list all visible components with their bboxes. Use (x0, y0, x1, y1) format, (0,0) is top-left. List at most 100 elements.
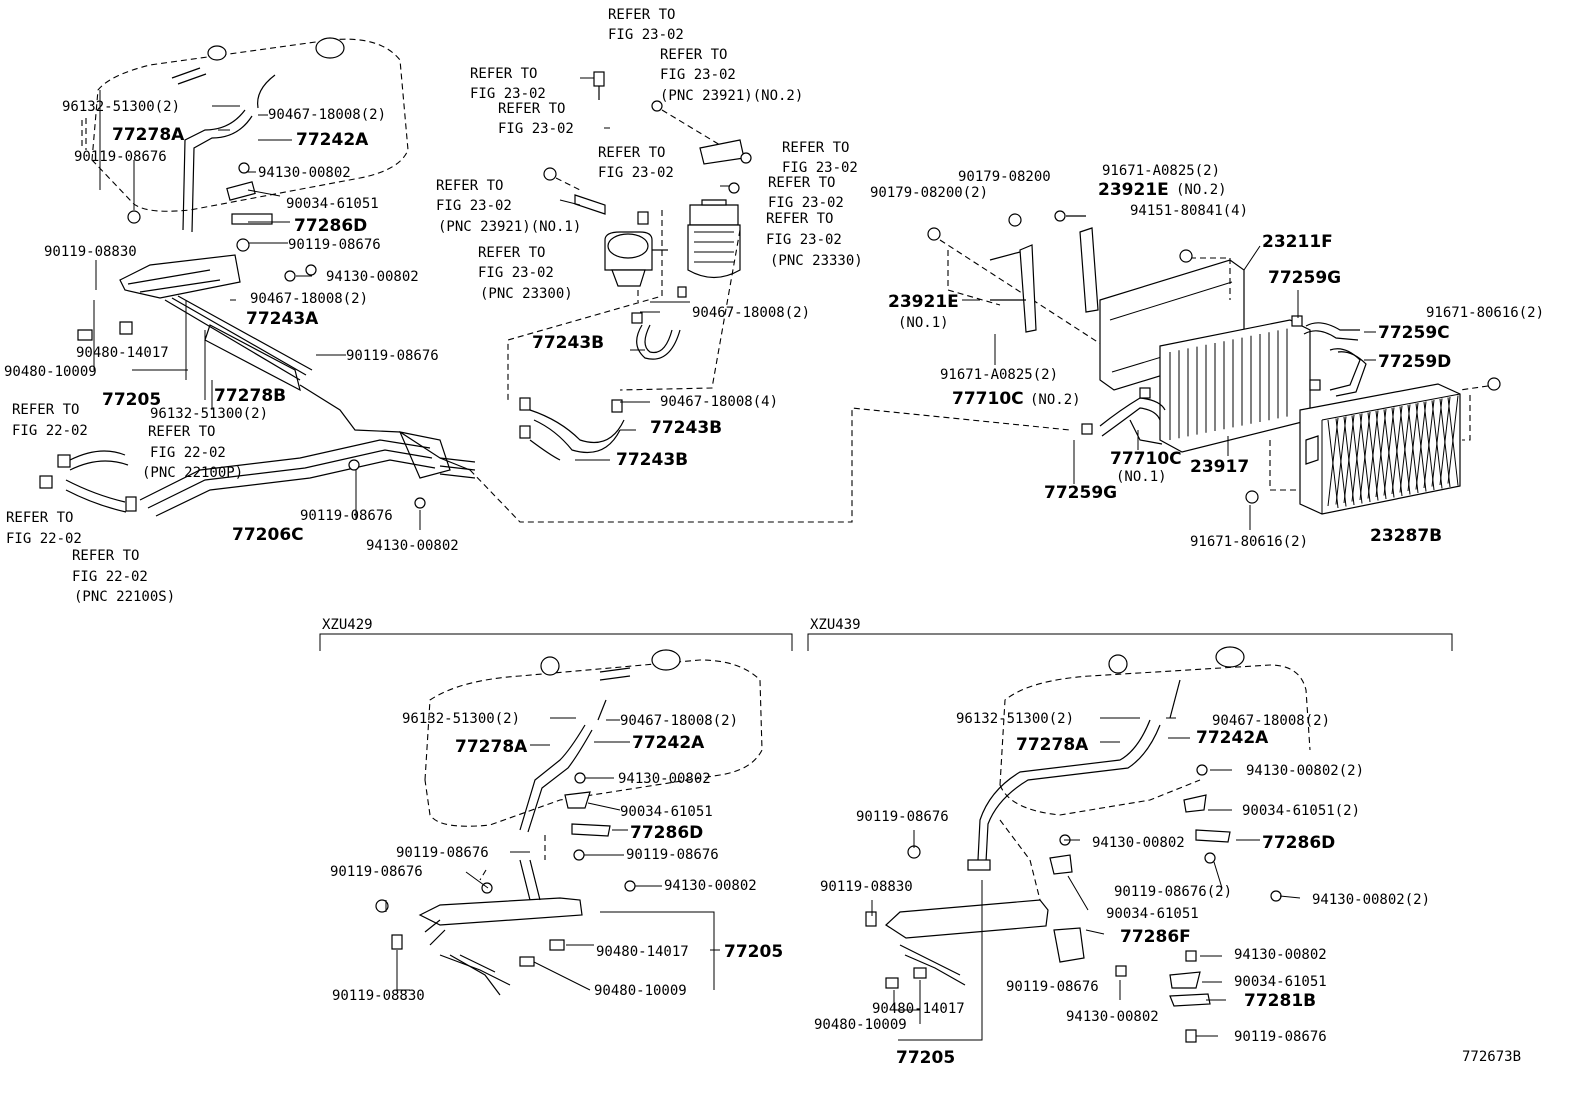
label-e18: 77281B (1244, 991, 1316, 1011)
label-e2: 90467-18008(2) (1212, 713, 1330, 729)
label-b22: REFER TO (478, 245, 545, 261)
label-b29: 77243B (616, 450, 688, 470)
label-c22: 23287B (1370, 526, 1442, 546)
label-c9: 91671-80616(2) (1426, 305, 1544, 321)
group-brackets (319, 633, 1453, 651)
heater-mesh-line (1431, 398, 1443, 487)
heater-mesh-line (1423, 399, 1435, 489)
label-a31: 90119-08676 (300, 508, 393, 524)
label-e11: 94130-00802(2) (1312, 892, 1430, 908)
label-b15: FIG 23-02 (768, 195, 844, 211)
label-e16: 90034-61051 (1234, 974, 1327, 990)
label-e7: 90119-08676 (856, 809, 949, 825)
label-a14: 90480-14017 (76, 345, 169, 361)
label-e14: 77286F (1120, 927, 1191, 947)
label-b26: 77243B (532, 333, 604, 353)
figure-code: 772673B (1462, 1049, 1521, 1065)
label-e9: 77286D (1262, 833, 1335, 853)
label-a2: 90467-18008(2) (268, 107, 386, 123)
label-d15: 90119-08830 (332, 988, 425, 1004)
label-e21: 90480-14017 (872, 1001, 965, 1017)
label-d5: 94130-00802 (618, 771, 711, 787)
heater-mesh-line (1367, 410, 1379, 499)
label-a21: FIG 22-02 (12, 423, 88, 439)
label-b8: REFER TO (498, 101, 565, 117)
label-d8: 90119-08676 (396, 845, 489, 861)
label-b17: FIG 23-02 (766, 232, 842, 248)
heater-mesh-line (1351, 413, 1363, 502)
label-c13: (NO.1) (898, 315, 949, 331)
label-b10: REFER TO (598, 145, 665, 161)
label-b9: FIG 23-02 (498, 121, 574, 137)
heater-mesh-line (1335, 416, 1347, 505)
heater-mesh-line (1343, 414, 1355, 504)
group-label-xzu439: XZU439 (810, 617, 861, 633)
label-d4: 77242A (632, 733, 705, 753)
label-d13: 77205 (724, 942, 783, 962)
label-b21: (PNC 23921)(NO.1) (438, 219, 581, 235)
label-a16: 77205 (102, 390, 161, 410)
label-e15: 94130-00802 (1234, 947, 1327, 963)
label-a5: 90119-08676 (74, 149, 167, 165)
label-d11: 94130-00802 (664, 878, 757, 894)
heater-mesh-line (1359, 411, 1371, 501)
label-d1: 96132-51300(2) (402, 711, 520, 727)
heater-mesh-line (1391, 405, 1403, 495)
label-b12: REFER TO (782, 140, 849, 156)
label-c2: 91671-A0825(2) (1102, 163, 1220, 179)
label-b14: REFER TO (768, 175, 835, 191)
label-e3: 77278A (1016, 735, 1089, 755)
label-a25: REFER TO (6, 510, 73, 526)
label-b23: FIG 23-02 (478, 265, 554, 281)
label-b19: REFER TO (436, 178, 503, 194)
label-c21: 91671-80616(2) (1190, 534, 1308, 550)
label-a18: 90119-08676 (346, 348, 439, 364)
label-a27: REFER TO (72, 548, 139, 564)
label-e5: 94130-00802(2) (1246, 763, 1364, 779)
label-d9: 90119-08676 (626, 847, 719, 863)
label-a6: 94130-00802 (258, 165, 351, 181)
group-label-xzu429: XZU429 (322, 617, 373, 633)
label-c7: 23211F (1262, 232, 1333, 252)
label-d3: 77278A (455, 737, 528, 757)
label-c10: 77259C (1378, 323, 1450, 343)
label-a28: FIG 22-02 (72, 569, 148, 585)
label-a17: 77278B (214, 386, 286, 406)
label-d6: 90034-61051 (620, 804, 713, 820)
label-e1: 96132-51300(2) (956, 711, 1074, 727)
label-c14: 91671-A0825(2) (940, 367, 1058, 383)
heater-mesh-line (1447, 395, 1459, 484)
label-c5: (NO.2) (1176, 182, 1227, 198)
label-e12: 90119-08830 (820, 879, 913, 895)
label-e23: 77205 (896, 1048, 955, 1068)
label-a32: 94130-00802 (366, 538, 459, 554)
xzu429-assembly (375, 649, 763, 996)
label-a4: 77242A (296, 130, 369, 150)
label-c4: 23921E (1098, 180, 1169, 200)
label-a1: 96132-51300(2) (62, 99, 180, 115)
heater-mesh-line (1399, 404, 1411, 493)
label-b18: (PNC 23330) (770, 253, 863, 269)
label-e13: 90034-61051 (1106, 906, 1199, 922)
label-e19: 94130-00802 (1066, 1009, 1159, 1025)
label-e4: 77242A (1196, 728, 1269, 748)
label-d2: 90467-18008(2) (620, 713, 738, 729)
label-a29: (PNC 22100S) (74, 589, 175, 605)
label-c8: 77259G (1268, 268, 1341, 288)
label-d14: 90480-10009 (594, 983, 687, 999)
label-a26: FIG 22-02 (6, 531, 82, 547)
label-a11: 94130-00802 (326, 269, 419, 285)
label-e22: 90480-10009 (814, 1017, 907, 1033)
label-c20: 77259G (1044, 483, 1117, 503)
label-a8: 77286D (294, 216, 367, 236)
top-right-cooler-assembly (927, 210, 1501, 530)
label-c3: 90179-08200(2) (870, 185, 988, 201)
label-c12: 23921E (888, 292, 959, 312)
heater-mesh-line (1383, 407, 1395, 496)
label-b13: FIG 23-02 (782, 160, 858, 176)
label-a23: FIG 22-02 (150, 445, 226, 461)
heater-mesh-line (1439, 396, 1451, 486)
label-d12: 90480-14017 (596, 944, 689, 960)
label-e17: 90119-08676 (1006, 979, 1099, 995)
